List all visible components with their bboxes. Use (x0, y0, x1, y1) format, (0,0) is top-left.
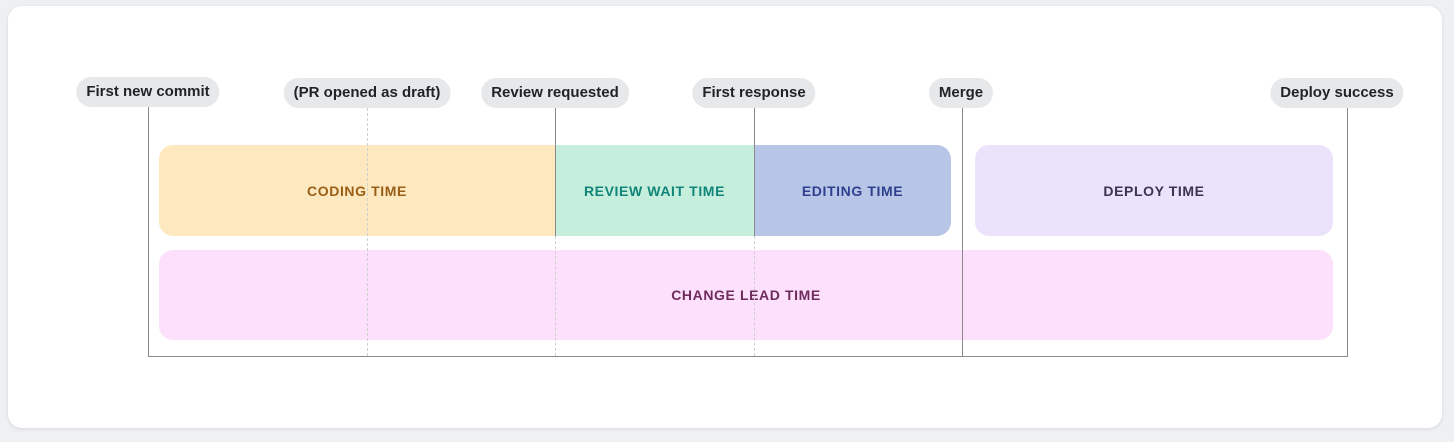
coding-time-segment: CODING TIME (159, 145, 555, 236)
deploy-time-segment: DEPLOY TIME (975, 145, 1333, 236)
milestone-deploy-success: Deploy success (1270, 78, 1404, 108)
pr-opened-draft-line (367, 108, 368, 356)
merge-line (962, 108, 963, 356)
change-lead-time-segment: CHANGE LEAD TIME (159, 250, 1333, 340)
deploy-success-line (1347, 108, 1348, 356)
review-requested-dashed-line (555, 236, 556, 356)
editing-time-segment: EDITING TIME (754, 145, 951, 236)
review-requested-line (555, 108, 556, 236)
milestone-merge: Merge (928, 78, 994, 108)
first-response-line (754, 108, 755, 236)
milestone-first-response: First response (692, 78, 816, 108)
timeline-baseline (148, 356, 1348, 357)
first-response-dashed-line (754, 236, 755, 356)
review-wait-time-segment: REVIEW WAIT TIME (555, 145, 754, 236)
milestone-pr-opened-draft: (PR opened as draft) (283, 78, 451, 108)
milestone-review-requested: Review requested (481, 78, 629, 108)
milestone-first-new-commit: First new commit (76, 77, 220, 107)
first-new-commit-line (148, 107, 149, 356)
